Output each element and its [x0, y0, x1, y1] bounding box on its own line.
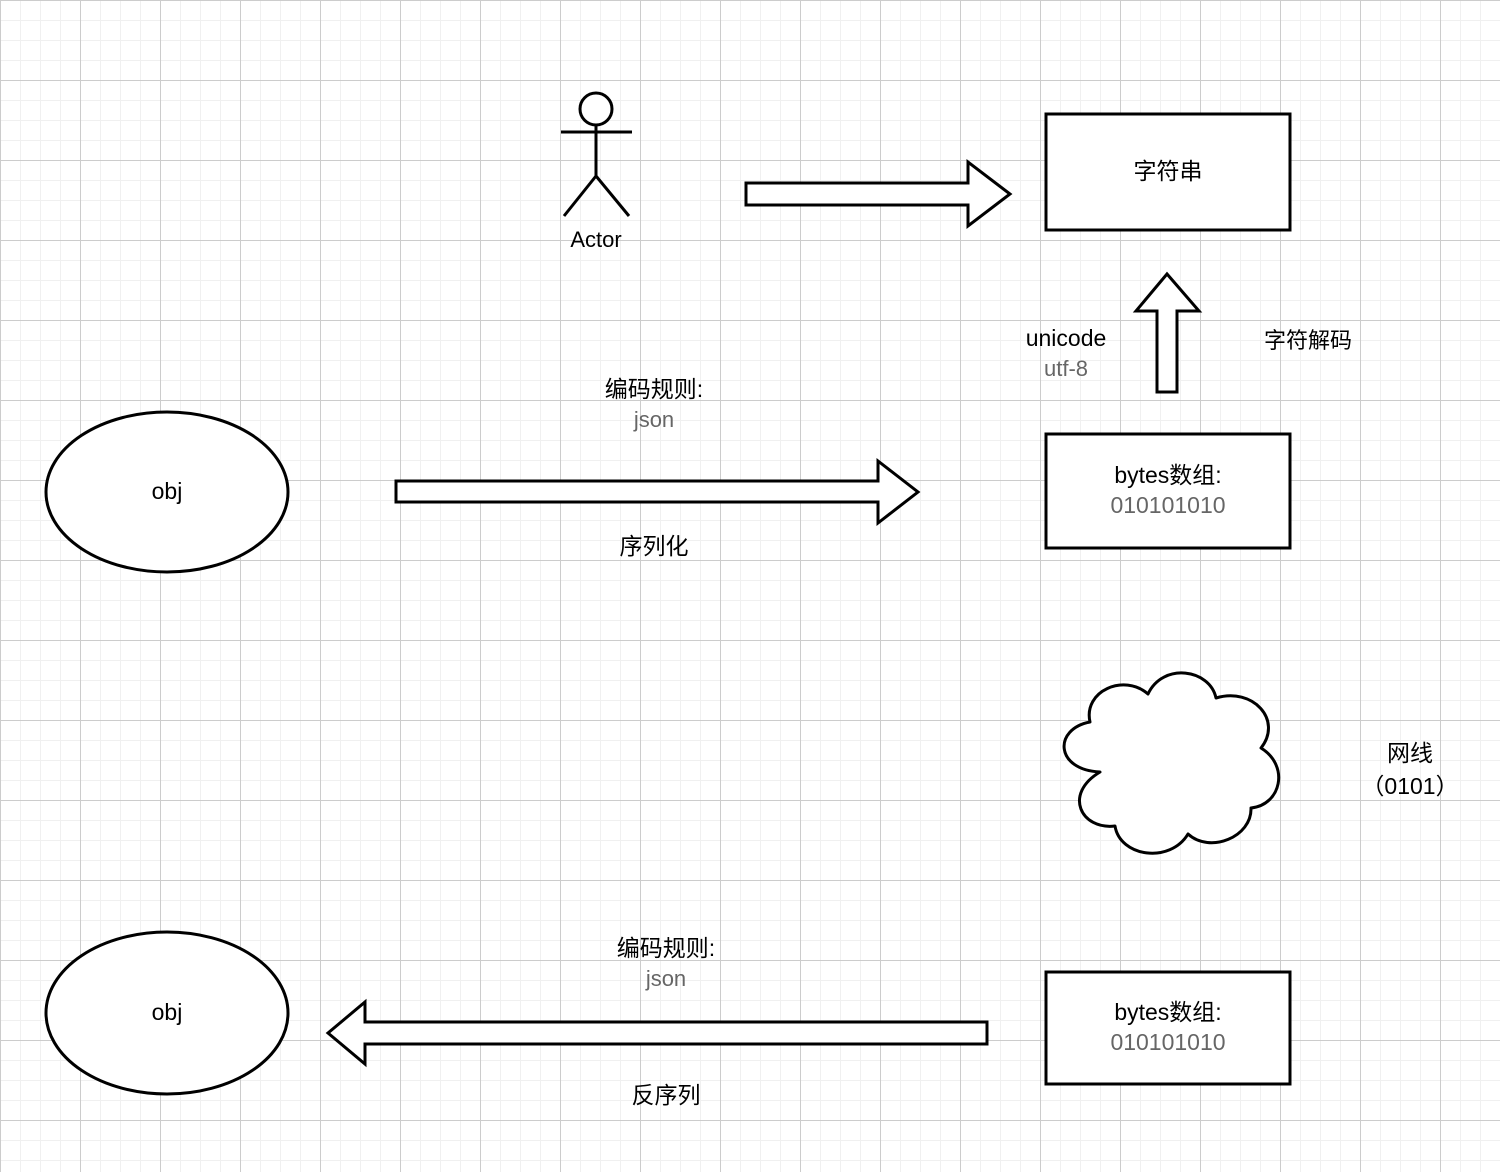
- arrow-bytes-to-string-decode[interactable]: [1132, 271, 1203, 394]
- bytes-box-top-shape[interactable]: [1044, 432, 1292, 550]
- actor-figure[interactable]: [561, 91, 632, 217]
- network-line-label-2: （0101）: [1361, 773, 1459, 799]
- encode-rule-top-value: json: [633, 407, 675, 432]
- network-line-label-1: 网线: [1387, 740, 1433, 766]
- obj-ellipse-top-shape[interactable]: [44, 410, 290, 574]
- cloud-network-shape[interactable]: [1062, 671, 1281, 855]
- encoding-unicode-label: unicode: [1025, 325, 1107, 351]
- char-decode-label: 字符解码: [1263, 328, 1352, 353]
- actor-right-leg-line: [594, 175, 631, 217]
- encoding-utf8-label: utf-8: [1043, 356, 1089, 381]
- encode-rule-bottom-label: 编码规则:: [616, 935, 716, 961]
- serialize-label: 序列化: [619, 533, 689, 559]
- actor-left-leg-line: [562, 175, 598, 217]
- bytes-box-bottom-shape[interactable]: [1044, 970, 1292, 1086]
- obj-ellipse-bottom-shape[interactable]: [44, 930, 290, 1096]
- arrow-deserialize[interactable]: [325, 998, 989, 1068]
- actor-head-icon: [578, 91, 614, 127]
- deserialize-label: 反序列: [631, 1082, 701, 1108]
- string-box-shape[interactable]: [1044, 112, 1292, 232]
- encode-rule-top-label: 编码规则:: [604, 376, 704, 402]
- arrow-actor-to-string[interactable]: [744, 158, 1013, 230]
- actor-label: Actor: [570, 227, 622, 252]
- arrow-serialize[interactable]: [394, 457, 921, 527]
- encode-rule-bottom-value: json: [645, 966, 687, 991]
